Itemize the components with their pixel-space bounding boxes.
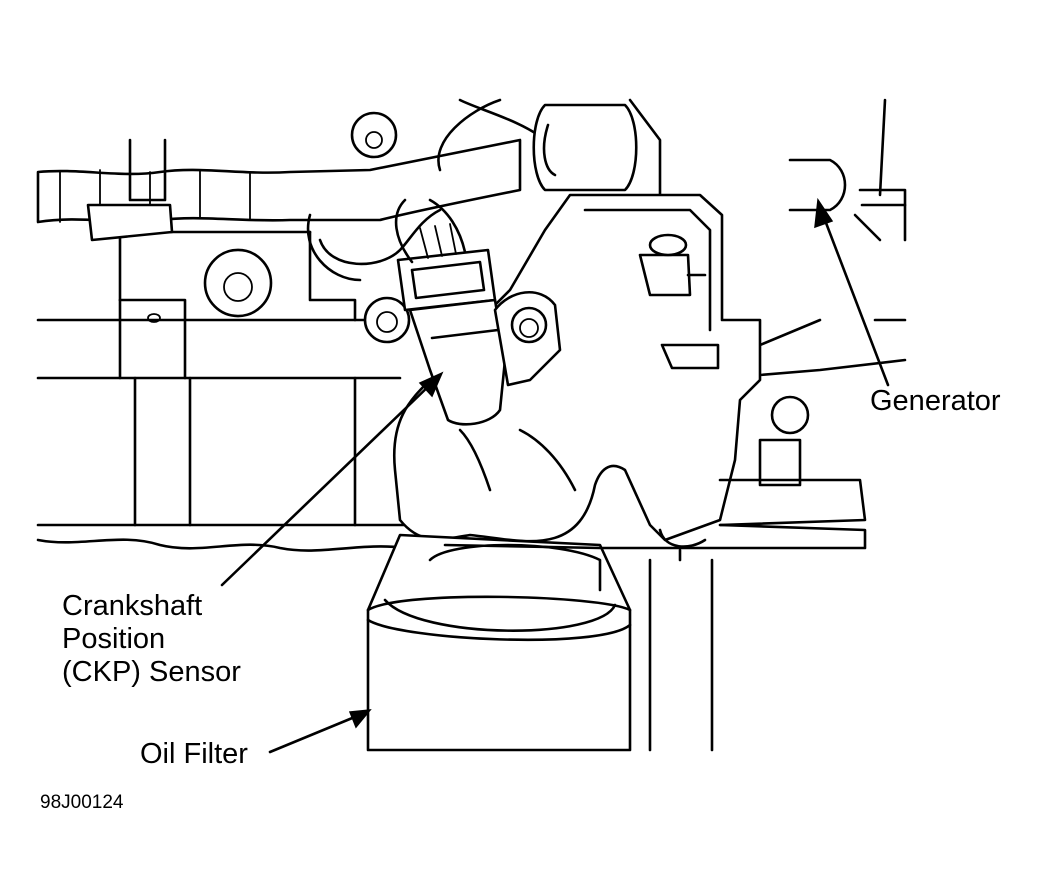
oil-filter-arrowhead bbox=[348, 709, 372, 729]
oil-filter-leader-line bbox=[268, 712, 364, 754]
generator-label: Generator bbox=[870, 385, 1001, 417]
ckp-label-line1: Crankshaft bbox=[62, 590, 203, 622]
ckp-leader-line bbox=[220, 380, 435, 587]
generator-arrowhead bbox=[814, 197, 834, 229]
oil-filter bbox=[366, 533, 632, 752]
wiring-harness bbox=[36, 98, 547, 282]
ckp-label-line3: (CKP) Sensor bbox=[62, 656, 241, 688]
leader-lines bbox=[220, 197, 890, 754]
ckp-label-line2: Position bbox=[62, 623, 166, 655]
filter-adapter-housing bbox=[392, 193, 867, 752]
oil-filter-label: Oil Filter bbox=[140, 738, 248, 770]
upper-bracket bbox=[532, 98, 907, 377]
generator-leader-line bbox=[821, 213, 890, 387]
figure-id: 98J00124 bbox=[40, 792, 124, 813]
ckp-arrowhead bbox=[418, 371, 444, 398]
ckp-sensor bbox=[394, 198, 562, 426]
